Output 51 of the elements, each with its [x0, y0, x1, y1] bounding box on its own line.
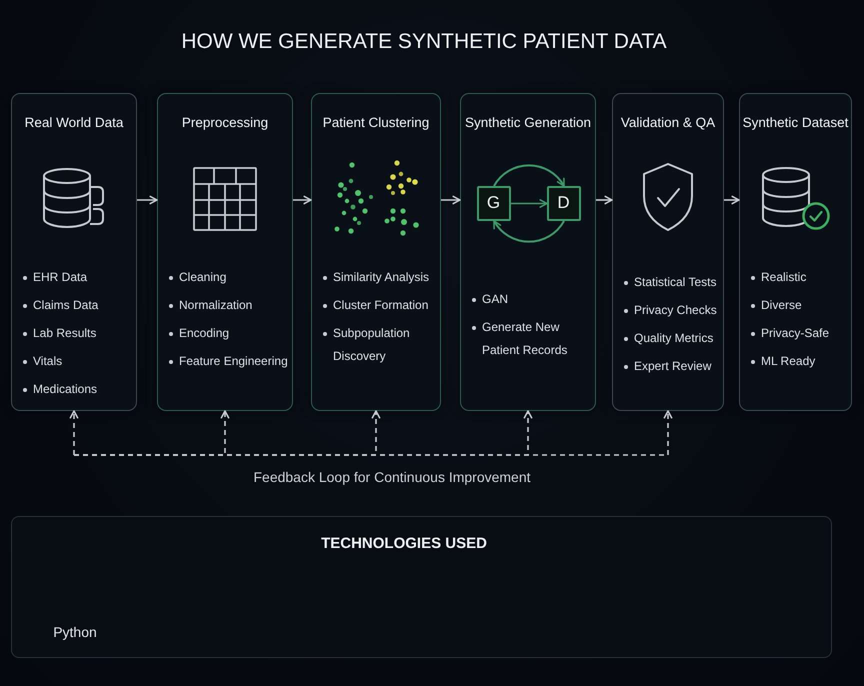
bullet-item: GAN: [471, 288, 508, 311]
bullet-item: Privacy Checks: [623, 299, 717, 322]
bullet-item: Quality Metrics: [623, 327, 714, 350]
section-heading: TECHNOLOGIES USED: [321, 534, 487, 554]
arrow: [596, 196, 613, 204]
diagram-title: HOW WE GENERATE SYNTHETIC PATIENT DATA: [181, 29, 667, 55]
letter-box: D: [546, 186, 580, 220]
stage-panel: [612, 93, 724, 411]
bullet-item: Diverse: [750, 294, 802, 317]
panel-heading: Synthetic Dataset: [742, 114, 848, 132]
bullet-item: Generate New Patient Records: [471, 316, 592, 362]
dashed-arrow: [70, 410, 78, 456]
bullet-item: EHR Data: [22, 266, 88, 289]
bullet-item: Medications: [22, 378, 98, 401]
curved-arrow: [493, 220, 565, 243]
panel-heading: Real World Data: [24, 114, 124, 132]
arrow: [293, 196, 312, 204]
bullet-item: Subpopulation Discovery: [322, 322, 437, 368]
bullet-item: Normalization: [168, 294, 252, 317]
panel-heading: Patient Clustering: [322, 114, 430, 132]
panel-heading: Synthetic Generation: [464, 114, 592, 132]
stage-panel: [460, 93, 596, 411]
bullet-item: ML Ready: [750, 350, 816, 373]
stage-panel: [11, 93, 137, 411]
bullet-item: Expert Review: [623, 355, 712, 378]
bullet-item: Vitals: [22, 350, 62, 373]
technology-panel: [11, 516, 832, 658]
stage-panel: [311, 93, 441, 411]
bullet-item: Feature Engineering: [168, 350, 288, 373]
stage-panel: [157, 93, 293, 411]
arrow: [441, 196, 461, 204]
curved-arrow: [493, 164, 565, 187]
caption-text: Feedback Loop for Continuous Improvement: [253, 468, 531, 486]
bullet-item: Claims Data: [22, 294, 98, 317]
bullet-item: Statistical Tests: [623, 271, 716, 294]
bullet-item: Cluster Formation: [322, 294, 428, 317]
arrow: [511, 199, 548, 208]
bullet-item: Privacy-Safe: [750, 322, 830, 345]
dashed-arrow: [74, 410, 672, 456]
bullet-item: Lab Results: [22, 322, 96, 345]
arrow: [137, 196, 158, 204]
arrow: [724, 196, 740, 204]
technology-label: Python: [53, 623, 97, 641]
panel-heading: Preprocessing: [182, 114, 268, 132]
letter-box: G: [476, 186, 510, 220]
panel-heading: Validation & QA: [620, 114, 716, 132]
bullet-item: Similarity Analysis: [322, 266, 430, 289]
bullet-item: Realistic: [750, 266, 806, 289]
stage-panel: [739, 93, 852, 411]
bullet-item: Cleaning: [168, 266, 226, 289]
bullet-item: Encoding: [168, 322, 230, 345]
